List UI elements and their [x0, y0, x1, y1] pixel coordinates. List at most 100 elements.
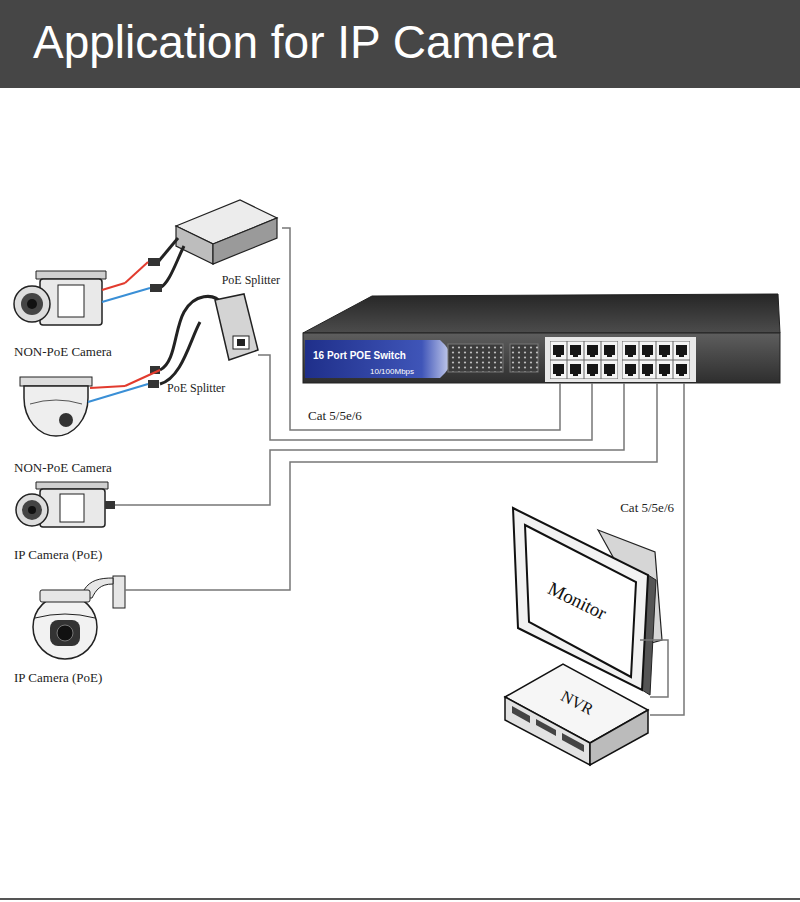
poe-switch-body: [448, 344, 503, 372]
box-camera: [27, 299, 37, 309]
non-poe-camera: NON-PoE Camera: [10, 365, 125, 476]
dome-camera: [20, 377, 148, 436]
non-poe-camera: NON-PoE Camera: [10, 262, 125, 360]
poe-splitter-cable: [233, 336, 249, 349]
box-camera: [14, 286, 50, 322]
ptz-camera: [50, 620, 80, 646]
poe-switch-body: [545, 337, 696, 382]
poe-switch-body: [448, 344, 503, 372]
node-label: Monitor: [545, 577, 611, 624]
bullet-camera: [28, 506, 36, 514]
cable: [258, 355, 592, 440]
node-label: NVR: [557, 687, 595, 719]
text-holder: 10/100Mbps: [370, 360, 414, 378]
cable: [650, 383, 684, 715]
ptz-camera: [33, 576, 135, 659]
text-holder: Monitor: [515, 590, 640, 612]
text-holder: NON-PoE Camera: [14, 342, 112, 360]
poe-switch-body: [510, 344, 538, 372]
nvr-body: [505, 664, 648, 765]
cable: [125, 370, 160, 386]
poe-splitter: PoE Splitter: [148, 195, 282, 290]
node-label: NON-PoE Camera: [14, 461, 112, 476]
dome-camera: [20, 377, 92, 386]
bullet-camera: [36, 482, 108, 489]
nvr: NVR: [503, 662, 650, 766]
text-holder: NVR: [503, 694, 650, 712]
node-label: 10/100Mbps: [370, 367, 414, 376]
monitor-body: [525, 525, 636, 677]
node-label: PoE Splitter: [167, 382, 225, 396]
poe-splitter-box: [176, 226, 213, 264]
text-holder: PoE Splitter: [167, 378, 225, 396]
bullet-camera: [115, 504, 128, 506]
ptz-camera: [40, 590, 90, 602]
node-label: IP Camera (PoE): [14, 548, 102, 563]
poe-splitter-cable: [160, 296, 222, 370]
nvr-body: [536, 719, 556, 736]
nvr-body: [512, 706, 530, 723]
poe-splitter-box: [150, 284, 162, 292]
poe-switch-body: [305, 340, 451, 378]
poe-splitter-cable: [148, 380, 159, 388]
bullet-camera: [16, 494, 48, 526]
page-title: Application for IP Camera: [33, 14, 556, 70]
dome-camera: [59, 413, 73, 427]
title-bar: [0, 0, 800, 88]
poe-splitter: PoE Splitter: [160, 295, 258, 395]
poe-switch-body: [510, 344, 538, 372]
dome-camera: [30, 400, 82, 404]
poe-switch-body: [303, 294, 780, 383]
poe-splitter-box: [158, 238, 178, 262]
ip-camera: IP Camera (PoE): [10, 568, 135, 688]
poe-splitter-cable: [148, 294, 258, 388]
cable: [128, 383, 624, 505]
bottom-rule: [0, 899, 800, 900]
bullet-camera: [16, 482, 128, 527]
text-holder: IP Camera (PoE): [14, 668, 102, 686]
dome-camera: [24, 386, 88, 436]
bullet-camera: [22, 500, 42, 520]
poe-switch-body: [303, 294, 780, 333]
ptz-camera: [57, 625, 73, 641]
box-camera: [36, 271, 106, 279]
cable-label: Cat 5/5e/6: [306, 408, 364, 424]
poe-splitter-cable: [215, 294, 258, 360]
ip-camera: IP Camera (PoE): [10, 478, 128, 565]
nvr-body: [562, 733, 584, 752]
box-camera: [58, 285, 84, 317]
poe-switch: 16 Port POE Switch10/100Mbps: [303, 333, 780, 383]
box-camera: [102, 288, 150, 302]
poe-splitter-box: [160, 246, 184, 288]
bottom-rule: [0, 898, 800, 900]
poe-splitter-cable: [237, 339, 245, 346]
node-label: NON-PoE Camera: [14, 345, 112, 360]
poe-splitter-box: [148, 258, 160, 266]
cable: [135, 383, 657, 590]
monitor: Monitor: [515, 510, 640, 655]
bullet-camera: [40, 489, 105, 527]
cable: [640, 640, 668, 697]
monitor-body: [513, 508, 662, 695]
cable-label: Cat 5/5e/6: [618, 500, 676, 516]
ptz-camera: [35, 614, 95, 618]
cable: [282, 228, 560, 430]
text-holder: IP Camera (PoE): [14, 545, 102, 563]
node-label: PoE Splitter: [222, 274, 280, 288]
ptz-camera: [113, 576, 125, 608]
poe-switch-body: [550, 341, 618, 379]
box-camera: [102, 283, 125, 290]
node-label: IP Camera (PoE): [14, 671, 102, 686]
ptz-camera: [33, 595, 97, 659]
ptz-camera: [125, 589, 135, 591]
poe-splitter-cable: [160, 322, 200, 384]
nvr-body: [590, 710, 648, 765]
text-holder: PoE Splitter: [222, 270, 280, 288]
dome-camera: [90, 386, 125, 388]
poe-switch-body: [303, 333, 780, 383]
bullet-camera: [105, 501, 115, 509]
